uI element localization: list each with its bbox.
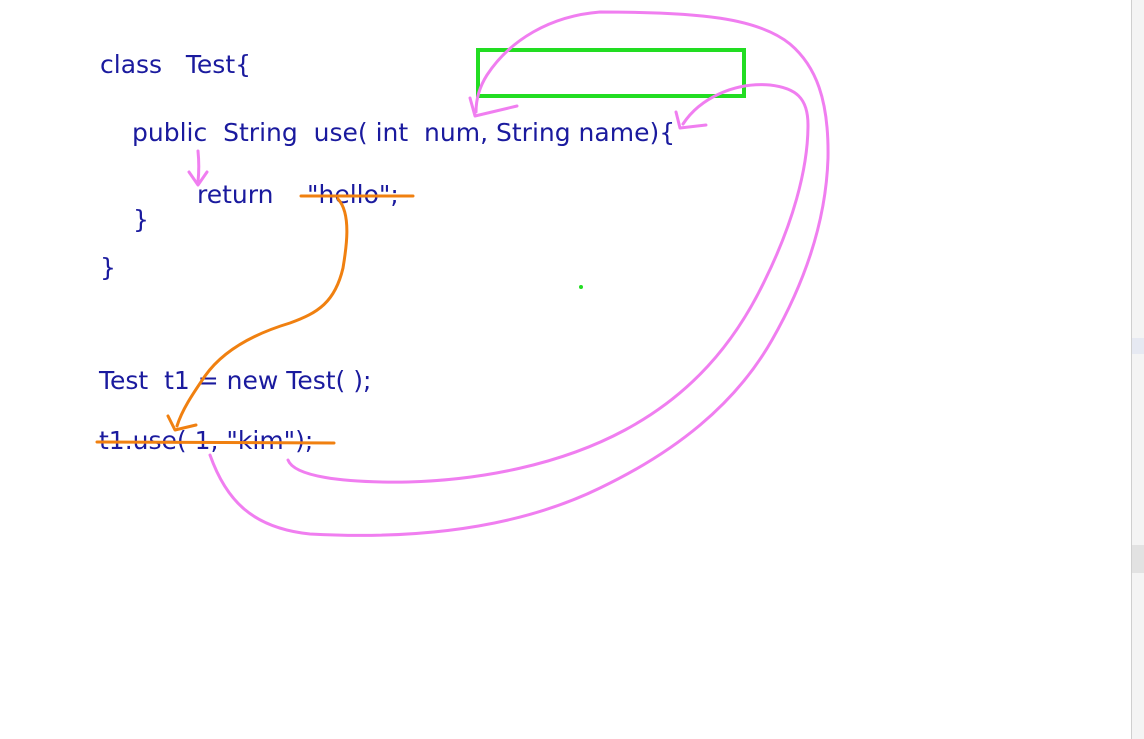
code-line-class-close-brace: } <box>100 253 116 282</box>
green-dot <box>579 285 583 289</box>
window-edge-marker <box>1132 545 1144 573</box>
pink-arrowhead-string <box>674 110 708 130</box>
green-highlight-box <box>476 48 746 98</box>
window-edge-strip <box>1131 0 1144 739</box>
code-line-return-value: "hello"; <box>307 180 399 209</box>
pink-argument-arrow-int <box>208 10 830 537</box>
code-line-method-close-brace: } <box>133 205 149 234</box>
code-line-return-keyword: return <box>197 180 274 209</box>
code-line-class-declaration: class Test{ <box>100 50 252 79</box>
code-line-object-creation: Test t1 = new Test( ); <box>99 366 372 395</box>
pink-down-arrow <box>196 149 201 184</box>
code-line-method-signature: public String use( int num, String name)… <box>132 118 676 147</box>
pink-arrowhead-int <box>468 96 519 118</box>
window-edge-marker <box>1132 338 1144 354</box>
code-line-method-call: t1.use( 1, "kim"); <box>99 426 314 455</box>
